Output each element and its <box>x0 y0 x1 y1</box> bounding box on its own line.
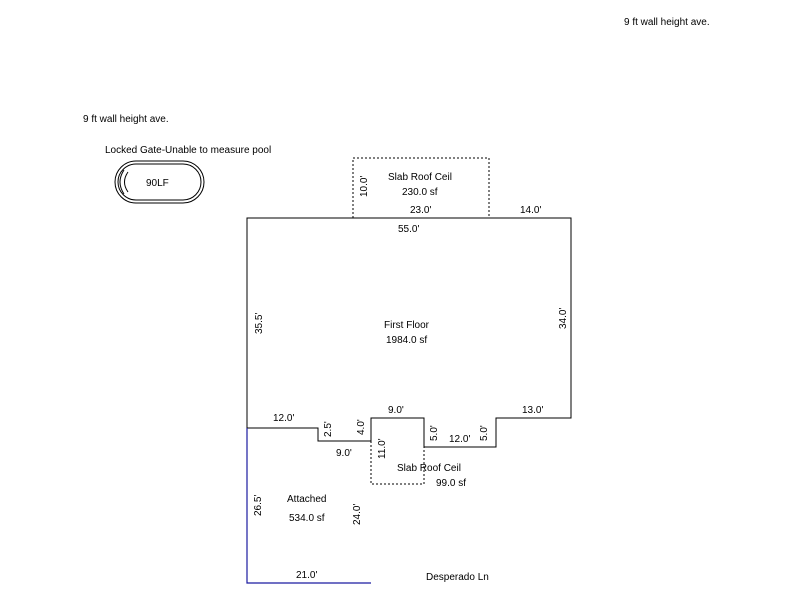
slab-bottom-area: 99.0 sf <box>436 478 466 489</box>
dim-top-total: 55.0' <box>398 224 419 235</box>
pool-note: Locked Gate-Unable to measure pool <box>105 145 271 156</box>
attached-name: Attached <box>287 494 326 505</box>
dim-slab-bottom-right: 5.0' <box>429 425 440 441</box>
dim-bottom-right-run: 13.0' <box>522 405 543 416</box>
slab-roof-top-outline <box>352 157 490 218</box>
dim-right-side: 34.0' <box>558 308 569 329</box>
dim-slab-bottom-depth: 11.0' <box>377 438 388 459</box>
dim-bottom-rise: 5.0' <box>479 425 490 441</box>
slab-roof-bottom-outline <box>370 441 425 485</box>
slab-top-name: Slab Roof Ceil <box>388 172 452 183</box>
dim-top-right: 14.0' <box>520 205 541 216</box>
dim-attached-bottom: 21.0' <box>296 570 317 581</box>
first-floor-name: First Floor <box>384 320 430 331</box>
dim-slab-top-width: 23.0' <box>410 205 431 216</box>
first-floor-area: 1984.0 sf <box>386 335 427 346</box>
garage-outline <box>246 428 371 584</box>
dim-left-upper: 35.5' <box>254 313 265 334</box>
pool-shape <box>114 160 205 204</box>
slab-top-area: 230.0 sf <box>402 187 438 198</box>
dim-attached-right: 24.0' <box>352 504 363 525</box>
slab-bottom-name: Slab Roof Ceil <box>397 463 461 474</box>
dim-attached-left: 26.5' <box>253 495 264 516</box>
dim-slab-bottom-top: 9.0' <box>388 405 404 416</box>
wall-height-note-top: 9 ft wall height ave. <box>624 17 710 28</box>
attached-area: 534.0 sf <box>289 513 325 524</box>
wall-height-note-left: 9 ft wall height ave. <box>83 114 169 125</box>
dim-slab-top-side: 10.0' <box>359 176 370 197</box>
dim-slab-bottom-left: 4.0' <box>356 419 367 435</box>
dim-bottom-left-run: 12.0' <box>273 413 294 424</box>
dim-step-down: 2.5' <box>323 421 334 437</box>
street-label: Desperado Ln <box>426 572 489 583</box>
dim-step-run: 9.0' <box>336 448 352 459</box>
dim-bottom-mid-run: 12.0' <box>449 434 470 445</box>
pool-label: 90LF <box>146 178 169 189</box>
